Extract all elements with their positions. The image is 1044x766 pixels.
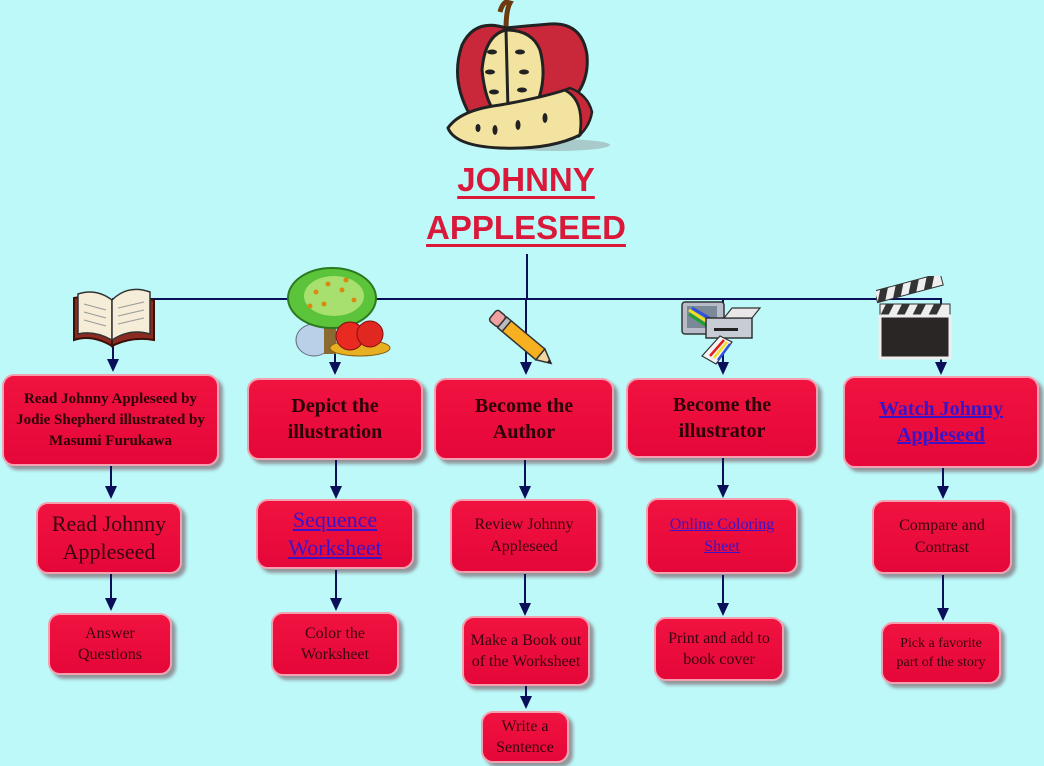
main-box-read-book: Read Johnny Appleseed by Jodie Shepherd … xyxy=(2,374,219,466)
arrow-icon xyxy=(717,603,729,616)
connector xyxy=(524,460,526,487)
sequence-worksheet-link[interactable]: Sequence Worksheet xyxy=(288,507,382,560)
arrow-icon xyxy=(937,486,949,499)
arrow-icon xyxy=(329,362,341,375)
step-box-make-a-book: Make a Book out of the Worksheet xyxy=(462,616,590,686)
step-box-answer-questions: Answer Questions xyxy=(48,613,172,675)
apple-illustration xyxy=(440,0,615,155)
diagram-title-line1: JOHNNY xyxy=(457,161,595,198)
connector xyxy=(525,298,527,362)
connector xyxy=(525,686,527,696)
arrow-icon xyxy=(107,359,119,372)
connector xyxy=(722,575,724,603)
arrow-icon xyxy=(717,362,729,375)
arrow-icon xyxy=(520,362,532,375)
connector xyxy=(110,466,112,487)
arrow-icon xyxy=(519,603,531,616)
apple-tree-icon xyxy=(284,264,394,360)
watch-johnny-appleseed-link[interactable]: Watch Johnny Appleseed xyxy=(879,398,1003,446)
step-box-print-book-cover: Print and add to book cover xyxy=(654,617,784,681)
book-icon xyxy=(70,278,158,350)
connector xyxy=(942,575,944,609)
connector xyxy=(942,468,944,486)
step-box-write-sentence: Write a Sentence xyxy=(481,711,569,763)
diagram-title-line2: APPLESEED xyxy=(426,209,626,246)
step-box-read-johnny-appleseed: Read Johnny Appleseed xyxy=(36,502,182,574)
step-box-review-johnny-appleseed: Review Johnny Appleseed xyxy=(450,499,598,573)
computer-printer-icon xyxy=(680,298,764,366)
step-box-sequence-worksheet[interactable]: Sequence Worksheet xyxy=(256,499,414,569)
step-box-color-worksheet: Color the Worksheet xyxy=(271,612,399,676)
arrow-icon xyxy=(937,608,949,621)
branch-connector xyxy=(112,298,942,300)
pencil-icon xyxy=(486,304,558,374)
connector xyxy=(335,460,337,487)
arrow-icon xyxy=(330,598,342,611)
step-box-compare-contrast: Compare and Contrast xyxy=(872,500,1012,574)
step-box-online-coloring-sheet[interactable]: Online Coloring Sheet xyxy=(646,498,798,574)
main-box-become-illustrator: Become the illustrator xyxy=(626,378,818,458)
arrow-icon xyxy=(519,486,531,499)
connector xyxy=(335,570,337,598)
title-connector xyxy=(526,254,528,299)
main-box-watch-video[interactable]: Watch Johnny Appleseed xyxy=(843,376,1039,468)
arrow-icon xyxy=(520,696,532,709)
arrow-icon xyxy=(330,486,342,499)
online-coloring-sheet-link[interactable]: Online Coloring Sheet xyxy=(669,516,775,555)
step-box-pick-favorite-part: Pick a favorite part of the story xyxy=(881,622,1001,684)
clapperboard-icon xyxy=(876,276,952,360)
arrow-icon xyxy=(717,485,729,498)
connector xyxy=(524,574,526,604)
arrow-icon xyxy=(105,486,117,499)
connector xyxy=(722,458,724,486)
connector xyxy=(110,574,112,598)
arrow-icon xyxy=(105,598,117,611)
main-box-become-author: Become the Author xyxy=(434,378,614,460)
arrow-icon xyxy=(935,362,947,375)
main-box-depict-illustration: Depict the illustration xyxy=(247,378,423,460)
